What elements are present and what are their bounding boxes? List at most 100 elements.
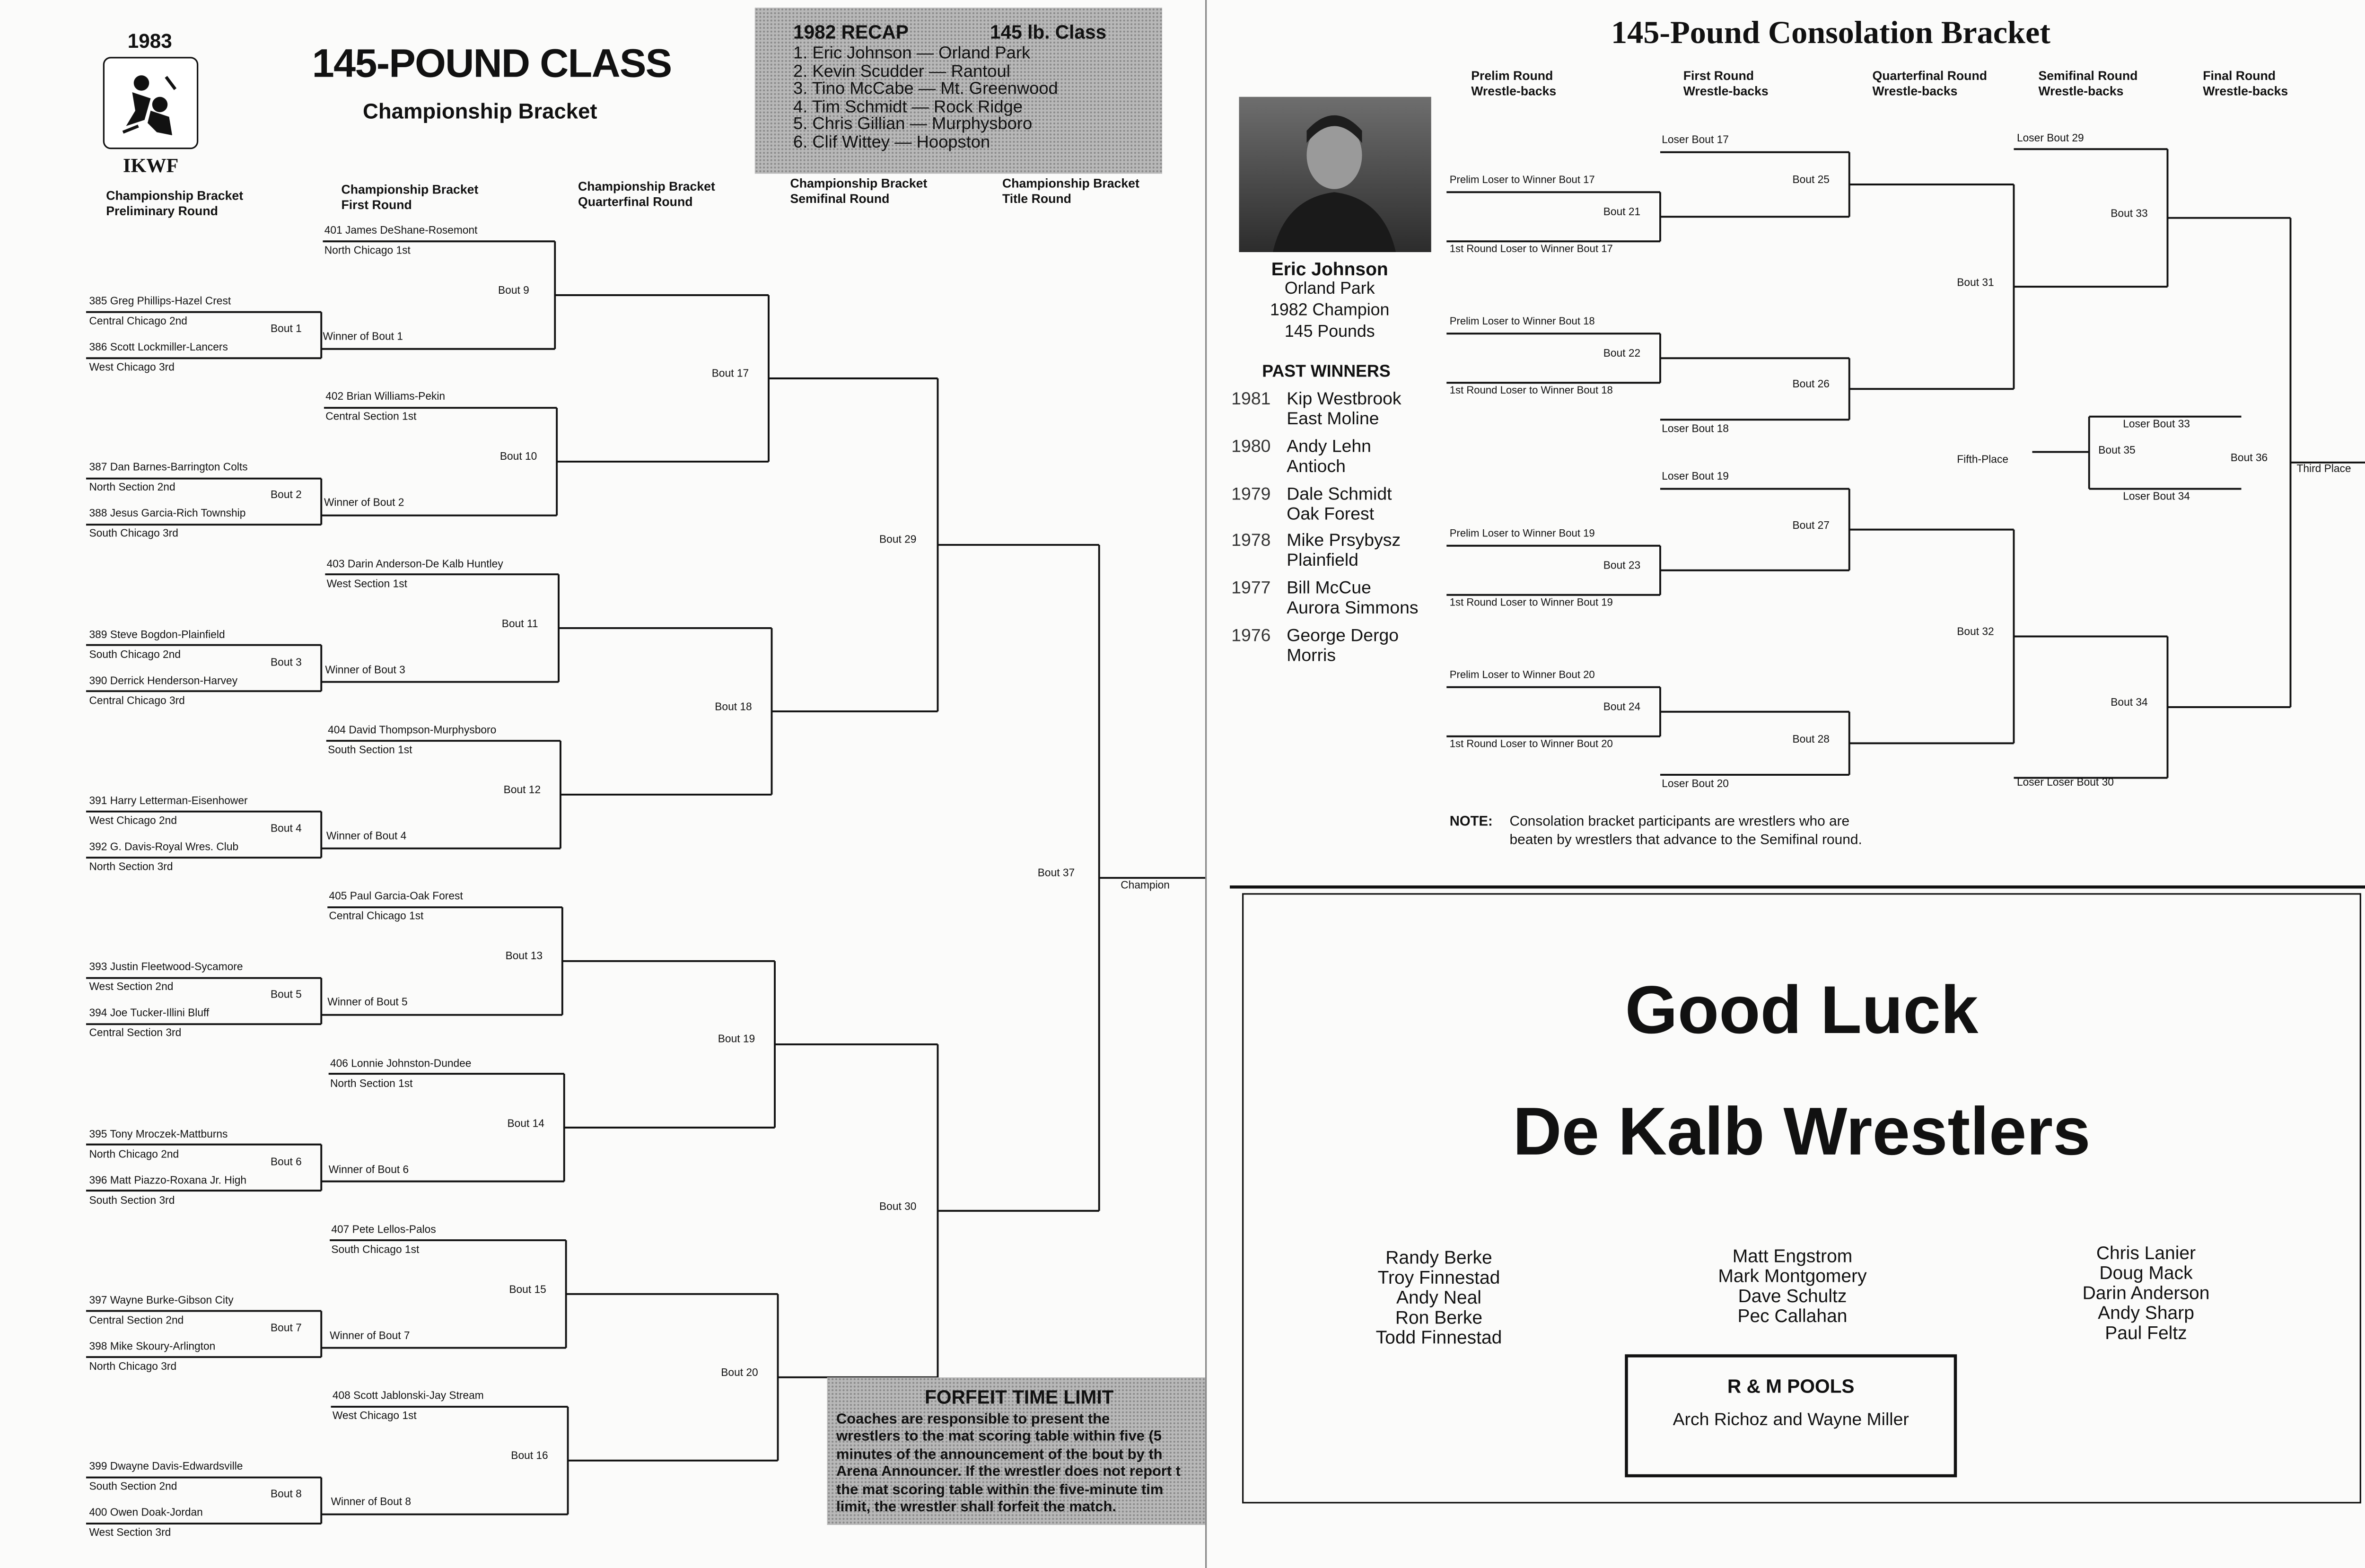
winner-of-bout: Winner of Bout 1: [323, 332, 403, 343]
past-winner-town: Plainfield: [1287, 552, 1358, 571]
prelim-bout: Bout 3: [271, 657, 302, 668]
first-round-wrestler: 408 Scott Jablonski-Jay Stream: [332, 1391, 484, 1402]
ad-name: Dave Schultz: [1738, 1285, 1847, 1307]
first-round-wrestler: 404 David Thompson-Murphysboro: [328, 725, 497, 736]
quarterfinal-bout: Bout 20: [721, 1368, 758, 1379]
first-round-bout: Bout 14: [507, 1118, 544, 1130]
cons-prelim-entry: Prelim Loser to Winner Bout 20: [1449, 670, 1595, 681]
cons-first-round-entry: 1st Round Loser to Winner Bout 18: [1449, 385, 1613, 397]
cons-bout-a: Bout 24: [1603, 702, 1641, 713]
past-winner-name: Kip Westbrook: [1287, 390, 1401, 409]
third-place-label: Third Place: [2296, 464, 2351, 475]
past-winner-name: George Dergo: [1287, 627, 1399, 646]
cons-semifinal-bout-33: Bout 33: [2111, 209, 2148, 219]
ikwf-logo: [103, 57, 199, 149]
past-winner-year: 1977: [1231, 579, 1271, 598]
ad-name: Matt Engstrom: [1732, 1245, 1853, 1267]
ad-name: Todd Finnestad: [1375, 1326, 1502, 1349]
past-winner-name: Dale Schmidt: [1287, 485, 1392, 504]
ad-headline-1: Good Luck: [1625, 973, 1979, 1049]
prelim-section-1: North Chicago 2nd: [89, 1149, 179, 1160]
champion-photo: [1239, 96, 1431, 252]
first-round-wrestler: 403 Darin Anderson-De Kalb Huntley: [326, 559, 503, 570]
past-winner-year: 1978: [1231, 532, 1271, 551]
prelim-wrestler-2: 394 Joe Tucker-Illini Bluff: [89, 1008, 210, 1020]
ad-box: [1242, 893, 2361, 1504]
consolation-title: 145-Pound Consolation Bracket: [1611, 14, 2051, 51]
cons-first-round-entry: 1st Round Loser to Winner Bout 19: [1449, 598, 1613, 609]
recap-item: 2. Kevin Scudder — Rantoul: [793, 62, 1010, 81]
note-line-1: Consolation bracket participants are wre…: [1509, 813, 1850, 829]
semifinal-bout: Bout 30: [879, 1201, 917, 1213]
org-label: IKWF: [123, 154, 179, 177]
cons-prelim-entry: Prelim Loser to Winner Bout 19: [1449, 529, 1595, 540]
champion-year: 1982 Champion: [1270, 301, 1390, 320]
recap-item: 1. Eric Johnson — Orland Park: [793, 44, 1031, 63]
round-header-3: Championship Bracket Quarterfinal Round: [578, 180, 715, 209]
winner-of-bout: Winner of Bout 5: [327, 998, 408, 1009]
champion-label: Champion: [1121, 881, 1170, 892]
section-divider: [1230, 885, 2365, 888]
first-round-section: Central Chicago 1st: [329, 911, 424, 923]
cons-quarterfinal-bout: Bout 32: [1957, 627, 1994, 638]
round-header-2: Championship Bracket First Round: [341, 183, 479, 212]
quarterfinal-bout: Bout 19: [718, 1035, 755, 1046]
page-subtitle: Championship Bracket: [363, 98, 597, 123]
past-winner-town: East Moline: [1287, 410, 1379, 429]
winner-of-bout: Winner of Bout 3: [325, 665, 405, 676]
first-round-section: North Chicago 1st: [324, 246, 411, 257]
note-line-2: beaten by wrestlers that advance to the …: [1509, 832, 1862, 847]
first-round-wrestler: 407 Pete Lellos-Palos: [331, 1225, 436, 1236]
past-winner-name: Mike Prsybysz: [1287, 532, 1401, 551]
cons-loser-entry: Loser Bout 18: [1662, 424, 1729, 435]
prelim-wrestler-2: 392 G. Davis-Royal Wres. Club: [89, 842, 239, 853]
forfeit-line: minutes of the announcement of the bout …: [836, 1446, 1163, 1463]
forfeit-line: limit, the wrestler shall forfeit the ma…: [836, 1498, 1116, 1516]
cons-loser-entry: Loser Bout 20: [1662, 779, 1729, 790]
first-round-bout: Bout 13: [505, 952, 543, 963]
winner-of-bout: Winner of Bout 2: [324, 498, 404, 509]
past-winner-name: Bill McCue: [1287, 579, 1371, 598]
ad-name: Andy Sharp: [2098, 1302, 2194, 1324]
prelim-section-1: Central Chicago 2nd: [89, 316, 187, 328]
cons-round-header-2: First Round Wrestle-backs: [1683, 69, 1769, 98]
page-gutter: [1205, 0, 1207, 1568]
prelim-section-1: North Section 2nd: [89, 483, 175, 494]
cons-first-round-entry: 1st Round Loser to Winner Bout 17: [1449, 244, 1613, 255]
cons-semifinal-bout-34: Bout 34: [2111, 698, 2148, 709]
loser-bout-33: Loser Bout 33: [2123, 420, 2190, 430]
prelim-bout: Bout 7: [271, 1323, 302, 1334]
prelim-section-2: West Chicago 3rd: [89, 363, 175, 374]
cons-bout-a: Bout 23: [1603, 561, 1641, 572]
forfeit-title: FORFEIT TIME LIMIT: [925, 1386, 1114, 1409]
cons-bout-b: Bout 27: [1792, 520, 1830, 531]
first-round-section: North Section 1st: [330, 1078, 413, 1089]
ad-name: Randy Berke: [1385, 1246, 1492, 1269]
prelim-section-2: South Chicago 3rd: [89, 529, 178, 540]
prelim-wrestler-1: 395 Tony Mroczek-Mattburns: [89, 1129, 228, 1140]
first-round-section: South Chicago 1st: [331, 1244, 420, 1256]
past-winner-year: 1979: [1231, 485, 1271, 504]
prelim-section-1: Central Section 2nd: [89, 1315, 184, 1327]
prelim-section-2: North Chicago 3rd: [89, 1361, 177, 1373]
bout-35: Bout 35: [2098, 446, 2136, 457]
cons-bout-b: Bout 28: [1792, 734, 1830, 745]
prelim-bout: Bout 2: [271, 491, 302, 502]
note-label: NOTE:: [1449, 813, 1493, 829]
past-winner-year: 1981: [1231, 390, 1271, 409]
prelim-section-1: West Section 2nd: [89, 982, 174, 994]
fifth-place-label: Fifth-Place: [1957, 455, 2009, 466]
bout-36: Bout 36: [2230, 453, 2268, 464]
recap-item: 6. Clif Wittey — Hoopston: [793, 133, 990, 152]
loser-bout-34: Loser Bout 34: [2123, 492, 2190, 503]
ad-name: Andy Neal: [1396, 1287, 1481, 1308]
cons-prelim-entry: Prelim Loser to Winner Bout 18: [1449, 316, 1595, 328]
forfeit-box: [827, 1377, 1205, 1525]
forfeit-line: Arena Announcer. If the wrestler does no…: [836, 1463, 1181, 1481]
cons-loser-29: Loser Bout 29: [2017, 133, 2084, 145]
round-header-4: Championship Bracket Semifinal Round: [790, 176, 928, 206]
prelim-section-2: South Section 3rd: [89, 1195, 175, 1206]
page-title: 145-POUND CLASS: [312, 40, 672, 87]
